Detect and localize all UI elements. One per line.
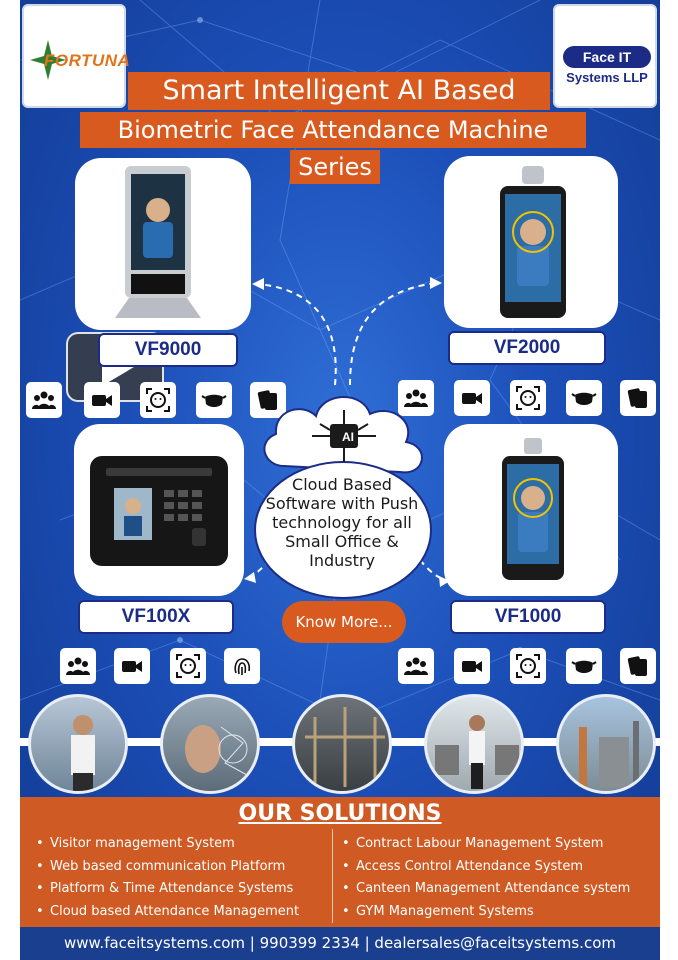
mask-icon xyxy=(196,382,232,418)
solution-item: Access Control Attendance System xyxy=(340,856,630,879)
mask-icon xyxy=(566,380,602,416)
product-card-vf2000[interactable] xyxy=(444,156,618,328)
title-line-2: Biometric Face Attendance Machine xyxy=(80,112,586,148)
product-card-vf9000[interactable] xyxy=(75,158,251,330)
solutions-section: OUR SOLUTIONS Visitor management System … xyxy=(20,797,660,927)
solutions-list-left: Visitor management System Web based comm… xyxy=(34,833,299,923)
card-icon xyxy=(250,382,286,418)
video-icon xyxy=(454,648,490,684)
title-line-3: Series xyxy=(290,150,380,184)
product-card-vf1000[interactable] xyxy=(444,424,618,596)
poster: FORTUNA Face IT Systems LLP Smart Intell… xyxy=(20,0,660,960)
mask-icon xyxy=(566,648,602,684)
solution-item: Visitor management System xyxy=(34,833,299,856)
model-label-vf1000: VF1000 xyxy=(450,600,606,634)
solution-item: Web based communication Platform xyxy=(34,856,299,879)
model-label-vf2000: VF2000 xyxy=(448,331,606,365)
face-scan-icon xyxy=(510,648,546,684)
solution-item: Canteen Management Attendance system xyxy=(340,878,630,901)
fortuna-logo-text: FORTUNA xyxy=(44,51,131,70)
solution-item: Cloud based Attendance Management xyxy=(34,901,299,924)
video-icon xyxy=(454,380,490,416)
model-label-vf100x: VF100X xyxy=(78,600,234,634)
solution-item: Platform & Time Attendance Systems xyxy=(34,878,299,901)
face-scan-icon xyxy=(140,382,176,418)
video-icon xyxy=(114,648,150,684)
solutions-title: OUR SOLUTIONS xyxy=(238,801,442,826)
star-logo-icon xyxy=(30,40,66,80)
footer-contact[interactable]: www.faceitsystems.com | 990399 2334 | de… xyxy=(20,927,660,960)
card-icon xyxy=(620,648,656,684)
card-icon xyxy=(620,380,656,416)
photo-turnstile-gate xyxy=(424,694,524,794)
photo-face-scan xyxy=(160,694,260,794)
photo-office-woman xyxy=(28,694,128,794)
group-icon xyxy=(398,648,434,684)
fingerprint-icon xyxy=(224,648,260,684)
vf1000-device-image xyxy=(502,438,564,580)
title-line-1: Smart Intelligent AI Based xyxy=(128,72,550,110)
vf2000-device-image xyxy=(500,166,566,318)
cloud-description: Cloud Based Software with Push technolog… xyxy=(265,475,419,570)
fortuna-logo: FORTUNA xyxy=(22,4,130,108)
group-icon xyxy=(26,382,62,418)
photo-industrial-plant xyxy=(556,694,656,794)
ai-chip-label: AI xyxy=(342,430,354,444)
group-icon xyxy=(60,648,96,684)
video-icon xyxy=(84,382,120,418)
photo-factory-floor xyxy=(292,694,392,794)
know-more-button[interactable]: Know More... xyxy=(282,601,406,643)
model-label-vf9000: VF9000 xyxy=(98,333,238,367)
vf100x-device-image xyxy=(90,456,228,566)
faceit-badge: Face IT xyxy=(563,46,651,68)
vf9000-device-image xyxy=(115,166,201,318)
connector-arrows xyxy=(244,277,450,587)
cloud-bubble xyxy=(254,396,432,599)
faceit-subtitle: Systems LLP xyxy=(566,70,648,85)
solutions-divider xyxy=(332,829,333,923)
face-scan-icon xyxy=(170,648,206,684)
faceit-logo: Face IT Systems LLP xyxy=(553,4,657,108)
group-icon xyxy=(398,380,434,416)
product-card-vf100x[interactable] xyxy=(74,424,244,596)
solution-item: Contract Labour Management System xyxy=(340,833,630,856)
face-scan-icon xyxy=(510,380,546,416)
solution-item: GYM Management Systems xyxy=(340,901,630,924)
solutions-list-right: Contract Labour Management System Access… xyxy=(340,833,630,923)
